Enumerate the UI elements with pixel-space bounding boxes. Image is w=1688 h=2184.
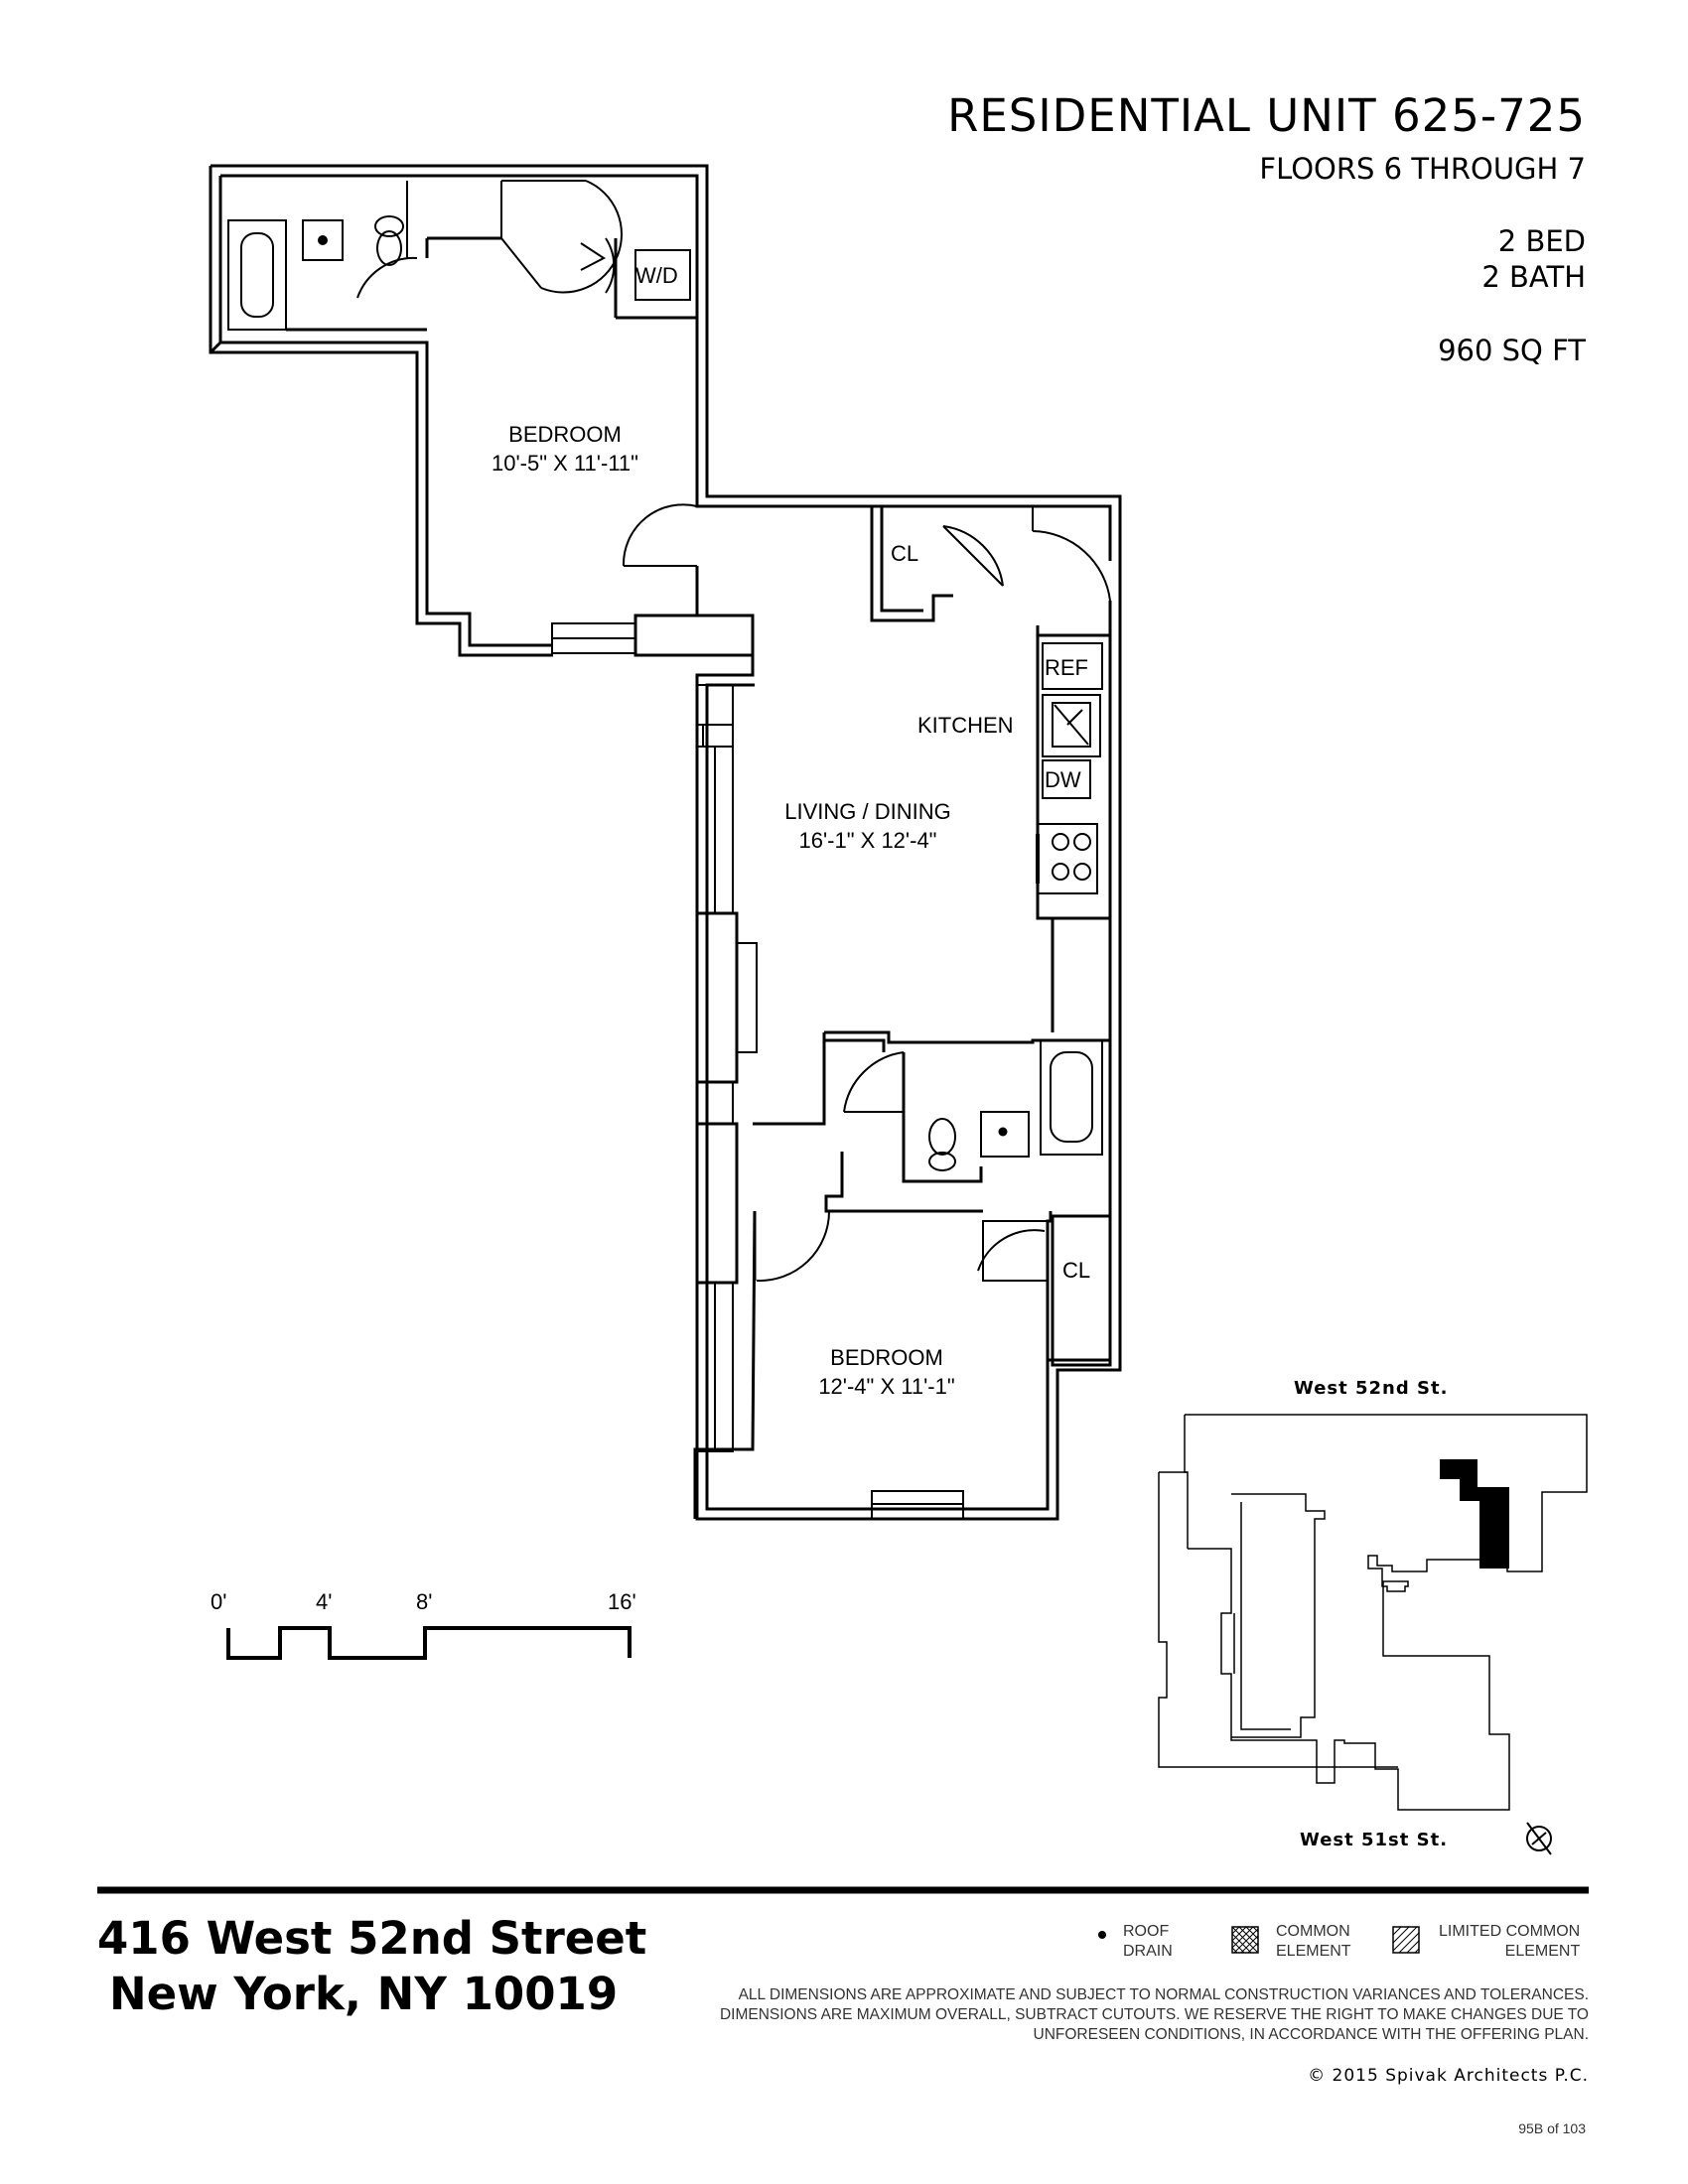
kitchen-label: KITCHEN bbox=[917, 713, 1014, 738]
scale-tick-8: 8' bbox=[416, 1589, 432, 1614]
upper-bath bbox=[227, 181, 501, 332]
bedroom1-dimensions: 10'-5" X 11'-11" bbox=[492, 451, 638, 476]
square-footage: 960 SQ FT bbox=[1438, 334, 1586, 367]
kitchen-appliances bbox=[1036, 642, 1103, 894]
bedroom2-label: BEDROOM bbox=[830, 1345, 943, 1370]
roof-drain-icon bbox=[1098, 1931, 1106, 1939]
roof-drain-label: ROOF DRAIN bbox=[1123, 1923, 1173, 1960]
washer-dryer-closet bbox=[500, 180, 697, 320]
scale-tick-16: 16' bbox=[608, 1589, 636, 1614]
closet-lower-label: CL bbox=[1062, 1258, 1090, 1283]
bath-count: 2 BATH bbox=[1481, 260, 1586, 294]
common-element-label: COMMON ELEMENT bbox=[1276, 1923, 1351, 1960]
bedroom2-dimensions: 12'-4" X 11'-1" bbox=[818, 1374, 954, 1399]
closet-upper-label: CL bbox=[891, 541, 918, 566]
closet-upper bbox=[870, 506, 1111, 622]
limited-common-element-icon bbox=[1392, 1926, 1420, 1954]
limited-common-element-label: LIMITED COMMON ELEMENT bbox=[1439, 1923, 1581, 1960]
living-dining-dimensions: 16'-1" X 12'-4" bbox=[799, 828, 937, 853]
page-number: 95B of 103 bbox=[1518, 2120, 1586, 2136]
bed-count: 2 BED bbox=[1497, 224, 1586, 258]
scale-tick-0: 0' bbox=[211, 1589, 226, 1614]
living-windows bbox=[695, 684, 758, 1452]
bedroom1-label: BEDROOM bbox=[508, 422, 622, 447]
address-line2: New York, NY 10019 bbox=[109, 1968, 619, 2020]
north-street-label: West 52nd St. bbox=[1294, 1378, 1448, 1399]
scale-tick-4: 4' bbox=[316, 1589, 332, 1614]
floors-label: FLOORS 6 THROUGH 7 bbox=[1259, 152, 1586, 186]
lower-bath bbox=[753, 1030, 1110, 1213]
north-arrow-icon bbox=[1526, 1822, 1552, 1855]
unit-title: RESIDENTIAL UNIT 625-725 bbox=[947, 89, 1586, 142]
copyright-notice: © 2015 Spivak Architects P.C. bbox=[1308, 2066, 1589, 2086]
common-element-icon bbox=[1231, 1926, 1259, 1954]
south-street-label: West 51st St. bbox=[1300, 1830, 1448, 1850]
dishwasher-label: DW bbox=[1045, 767, 1081, 792]
living-dining-label: LIVING / DINING bbox=[784, 799, 950, 824]
scale-bar bbox=[226, 1626, 632, 1660]
bedroom2-walls bbox=[693, 1210, 1112, 1520]
address-line1: 416 West 52nd Street bbox=[97, 1912, 647, 1965]
washer-dryer-label: W/D bbox=[635, 263, 678, 288]
bedroom1-door bbox=[551, 503, 755, 657]
upper-wing-walls bbox=[209, 164, 1122, 657]
refrigerator-label: REF bbox=[1045, 655, 1088, 680]
key-plan bbox=[1158, 1414, 1588, 1811]
disclaimer-text: ALL DIMENSIONS ARE APPROXIMATE AND SUBJE… bbox=[719, 1986, 1589, 2043]
unit-location-highlight bbox=[1440, 1459, 1509, 1569]
